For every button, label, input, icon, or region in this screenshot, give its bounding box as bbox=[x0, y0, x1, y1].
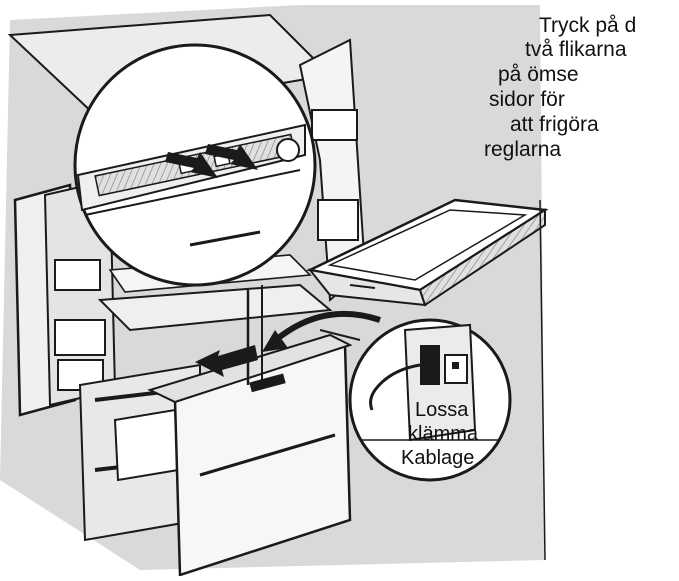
left-door-bin-2 bbox=[54, 319, 106, 356]
right-wall-line bbox=[539, 199, 546, 561]
callout-line-3: Kablage bbox=[401, 447, 475, 469]
door-bin-lower bbox=[317, 199, 359, 241]
removal-arrow bbox=[267, 310, 381, 348]
inner-shelf bbox=[97, 283, 333, 332]
magnifier-top bbox=[73, 43, 317, 287]
door-bin-upper bbox=[311, 109, 358, 141]
push-arrow-left bbox=[165, 152, 218, 178]
callout-line-1: Lossa bbox=[415, 399, 469, 421]
push-arrow-drawer bbox=[195, 345, 258, 377]
instruction-line-2: två flikarna bbox=[525, 38, 627, 61]
instruction-line-3: på ömse bbox=[498, 63, 579, 86]
drawer-top bbox=[147, 333, 353, 404]
instruction-line-1: Tryck på d bbox=[539, 14, 637, 37]
harness-leader bbox=[319, 329, 361, 341]
push-arrow-right bbox=[205, 144, 258, 170]
instruction-line-6: reglarna bbox=[484, 138, 562, 161]
drawer-latch-slot bbox=[249, 373, 286, 393]
removal-arrow-head bbox=[262, 330, 288, 352]
callout-line-2: klämma bbox=[408, 423, 479, 445]
removed-ice-bin bbox=[305, 198, 549, 307]
inner-basket bbox=[113, 408, 180, 482]
instruction-line-5: att frigöra bbox=[510, 113, 599, 136]
instruction-line-4: sidor för bbox=[489, 88, 565, 111]
drawer-handle bbox=[199, 433, 336, 477]
magnifier-harness bbox=[348, 318, 512, 482]
left-door-bin-1 bbox=[54, 259, 101, 291]
